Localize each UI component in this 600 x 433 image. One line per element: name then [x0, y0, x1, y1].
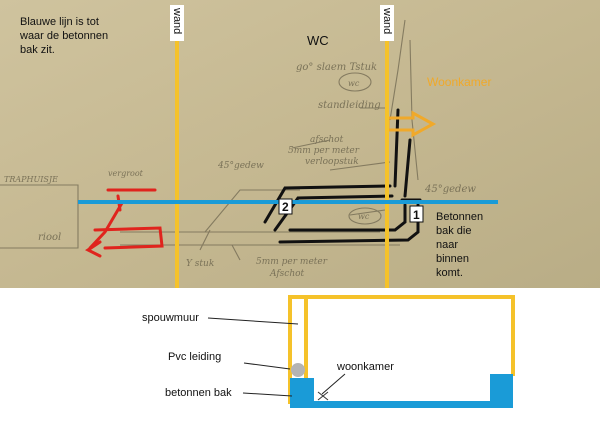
pvc-leader: [243, 362, 291, 370]
note-riool: riool: [38, 232, 61, 243]
pvc-pipe: [291, 363, 305, 377]
box-note-5: komt.: [436, 267, 463, 279]
note-wc2: wc: [358, 212, 370, 221]
black-pipe-lines: [263, 108, 422, 244]
red-sewer-lines: [85, 188, 164, 258]
bak-leader: [242, 392, 293, 397]
note-left-small: vergroot: [108, 169, 144, 178]
woonkamer-top-label: Woonkamer: [427, 75, 491, 89]
note-afschot-top-1: afschot: [310, 135, 344, 145]
note-45-right: 45°gedew: [424, 184, 476, 195]
marker-2: 2: [278, 198, 293, 215]
note-slope: go° slaem Tstuk: [296, 62, 377, 73]
wall-label-right-box: wand: [380, 5, 394, 41]
pencil-sketch: [0, 19, 419, 261]
box-note-2: bak die: [436, 225, 471, 237]
note-blue-line-2: waar de betonnen: [19, 30, 108, 42]
cross-section: [288, 295, 515, 408]
orange-arrow: [386, 110, 437, 138]
wall-label-right: wand: [381, 7, 393, 34]
box-note-1: Betonnen: [436, 211, 483, 223]
wall-label-left: wand: [171, 7, 183, 34]
box-note-4: binnen: [436, 253, 469, 265]
box-note-3: naar: [436, 239, 458, 251]
svg-text:2: 2: [282, 200, 289, 214]
note-blue-line-1: Blauwe lijn is tot: [20, 16, 99, 28]
bak-label: betonnen bak: [165, 387, 232, 399]
concrete-bak: [290, 374, 513, 408]
woonkamer-leader: [321, 373, 346, 395]
pvc-label: Pvc leiding: [168, 351, 221, 363]
handwritten-notes: go° slaem Tstuk wc standleiding afschot …: [4, 62, 476, 279]
note-45-left: 45°gedew: [217, 161, 264, 171]
note-standleiding: standleiding: [318, 100, 381, 111]
marker-1: 1: [409, 205, 424, 223]
note-blue-line-3: bak zit.: [20, 44, 55, 56]
wc-label: WC: [307, 33, 329, 48]
woonkamer-bottom-label: woonkamer: [336, 361, 394, 373]
spouwmuur-label: spouwmuur: [142, 312, 199, 324]
note-trap: TRAPHUISJE: [4, 175, 58, 184]
wall-label-left-box: wand: [170, 5, 184, 41]
note-verloop: verloopstuk: [305, 157, 359, 167]
note-afschot-bottom-1: 5mm per meter: [256, 257, 328, 267]
paper-background: [0, 0, 600, 288]
note-wc1: wc: [348, 79, 360, 88]
note-afschot-bottom-2: Afschot: [269, 269, 305, 279]
spouwmuur-leader: [207, 317, 299, 325]
note-afschot-top-2: 5mm per meter: [288, 146, 360, 156]
note-ystuk: Y stuk: [186, 259, 214, 269]
svg-text:1: 1: [413, 208, 420, 222]
